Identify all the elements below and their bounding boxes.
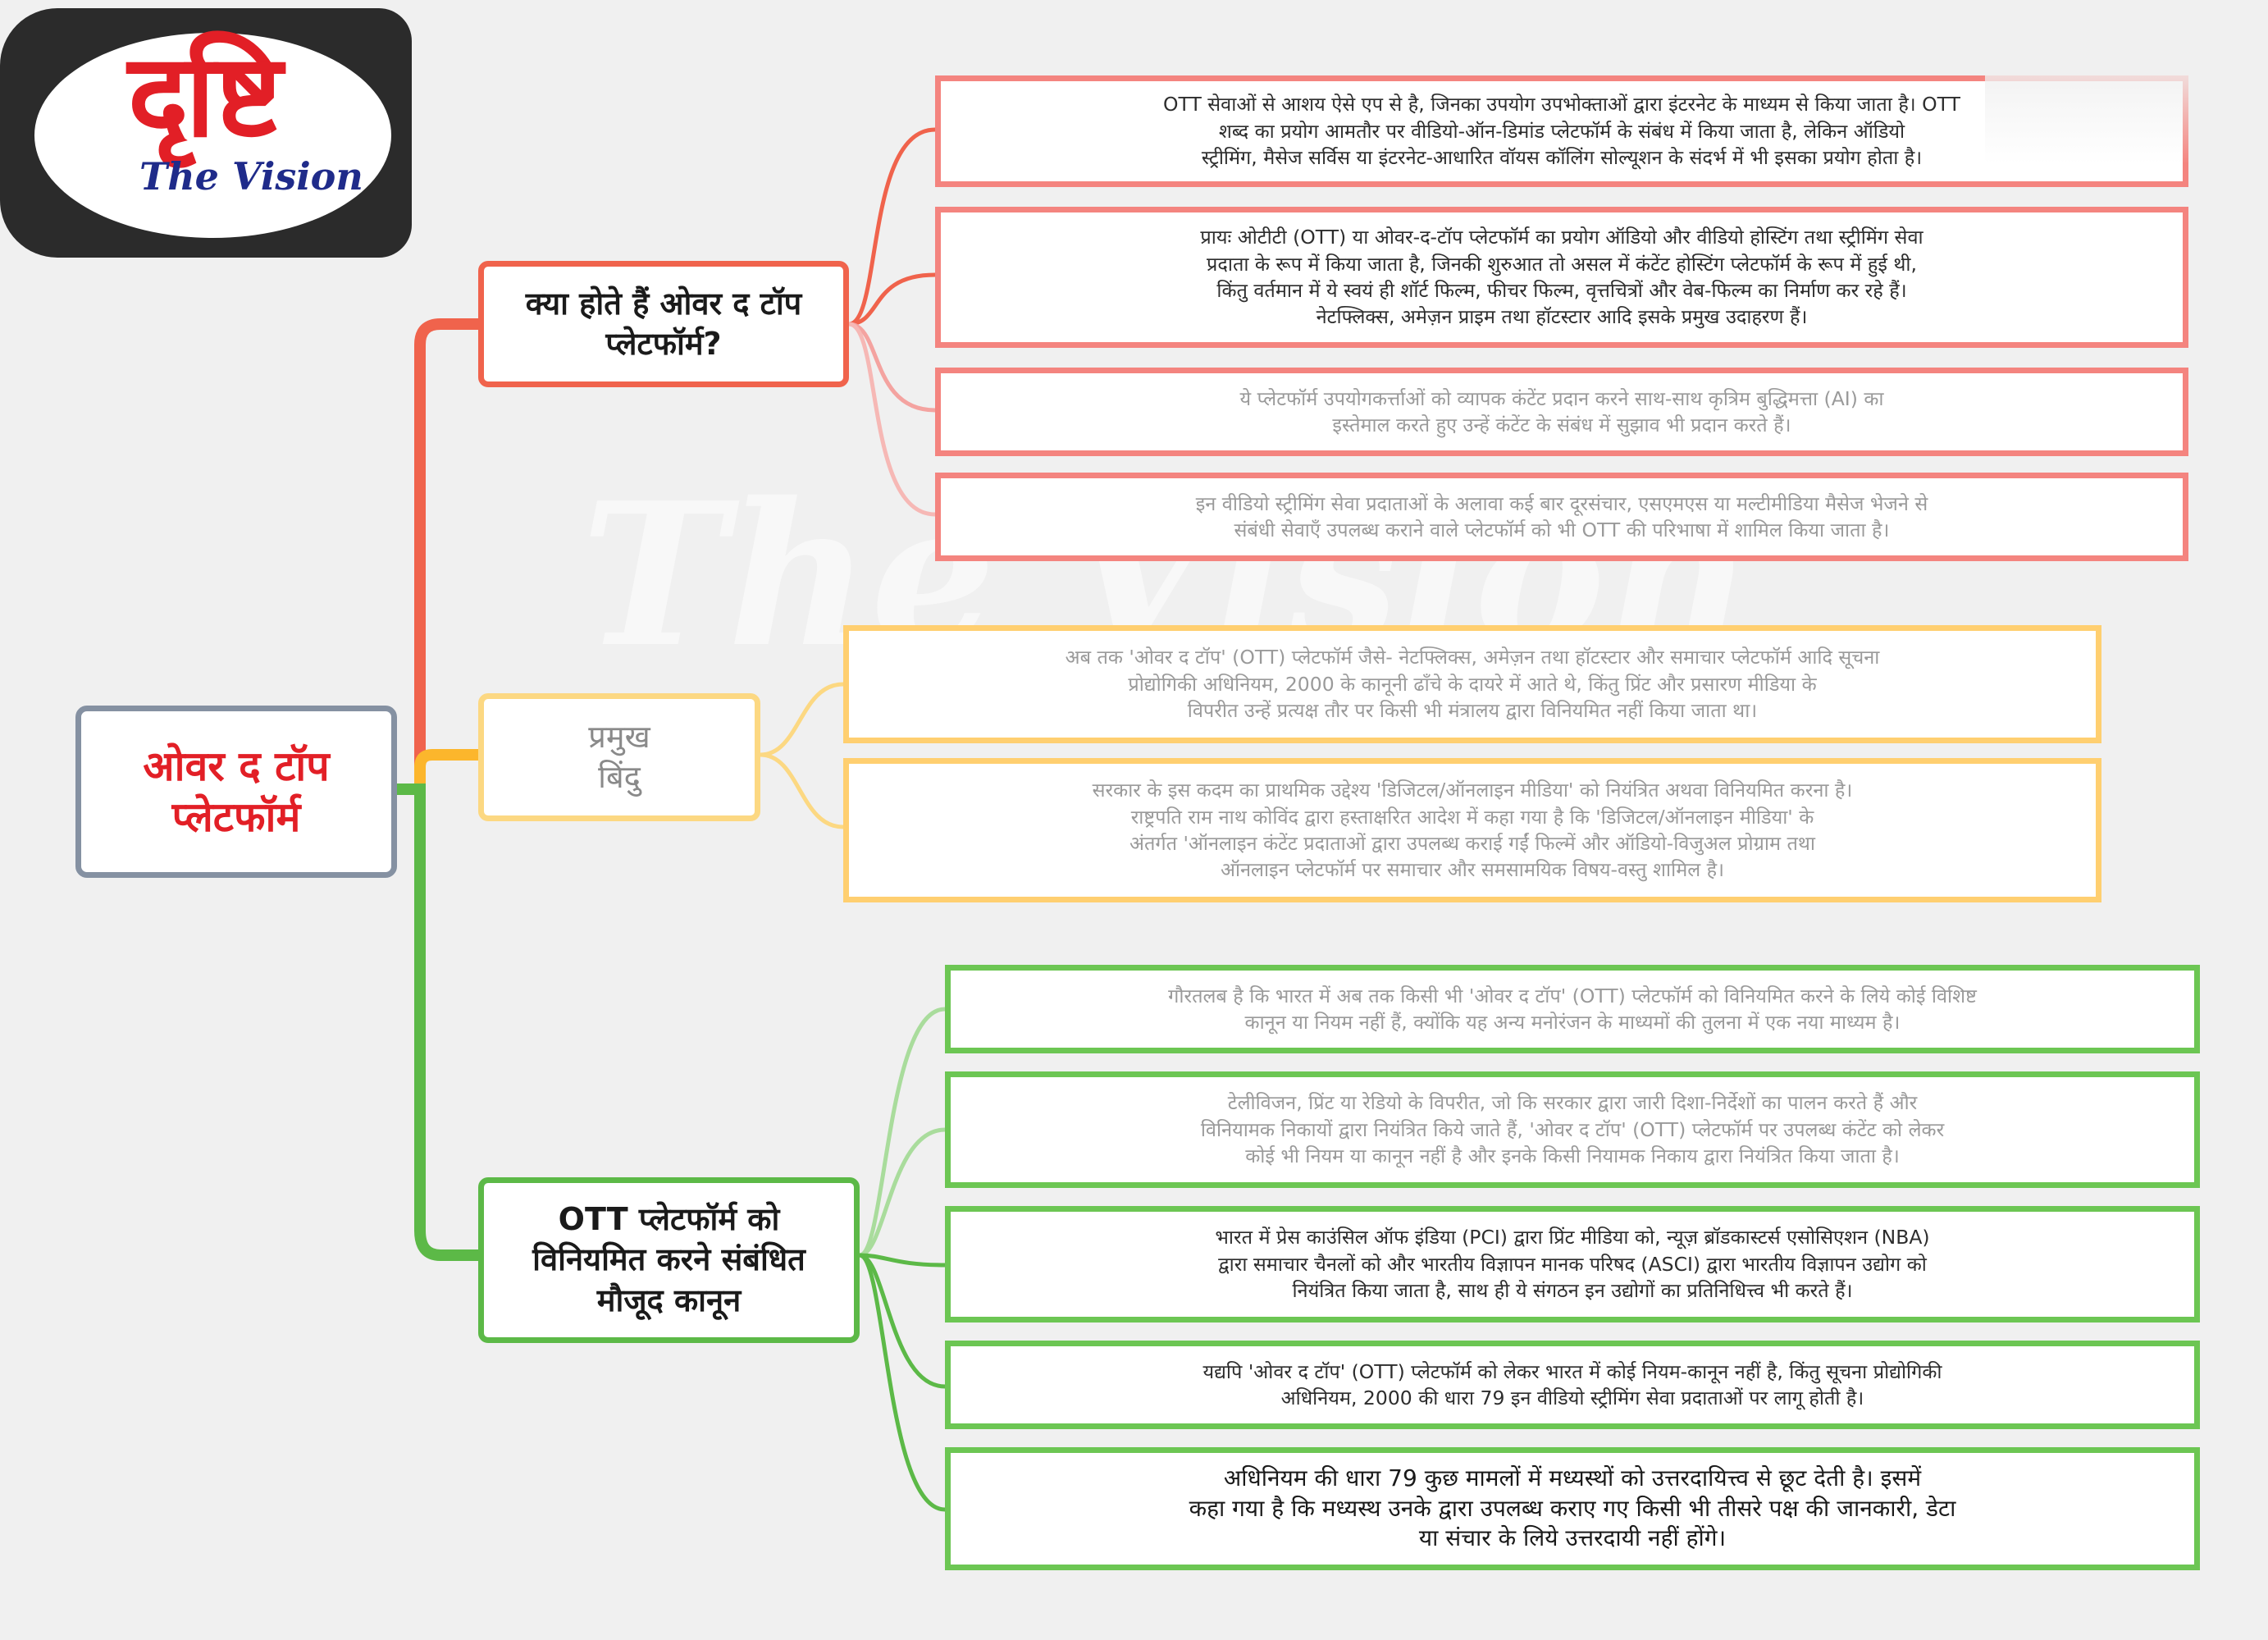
brand-logo: दृष्टि The Vision [0, 8, 412, 258]
leaf-line: अब तक 'ओवर द टॉप' (OTT) प्लेटफॉर्म जैसे-… [1065, 646, 1880, 669]
logo-subtitle: The Vision [139, 154, 363, 199]
leaf-line: नेटफ्लिक्स, अमेज़न प्राइम तथा हॉटस्टार आ… [1316, 305, 1808, 329]
leaf-line: ऑनलाइन प्लेटफॉर्म पर समाचार और समसामयिक … [1220, 858, 1725, 882]
leaf-line: भारत में प्रेस काउंसिल ऑफ इंडिया (PCI) द… [1215, 1226, 1930, 1249]
leaf-line: द्वारा समाचार चैनलों को और भारतीय विज्ञा… [1218, 1252, 1927, 1276]
root-node: ओवर द टॉप प्लेटफॉर्म [75, 706, 397, 878]
leaf-line: प्रायः ओटीटी (OTT) या ओवर-द-टॉप प्लेटफॉर… [1200, 226, 1923, 249]
leaf-node: टेलीविजन, प्रिंट या रेडियो के विपरीत, जो… [945, 1071, 2200, 1188]
leaf-line: संबंधी सेवाएँ उपलब्ध कराने वाले प्लेटफॉर… [1234, 518, 1890, 541]
branch-line: विनियमित करने संबंधित [532, 1241, 805, 1278]
leaf-line: यद्यपि 'ओवर द टॉप' (OTT) प्लेटफॉर्म को ल… [1202, 1359, 1942, 1383]
leaf-node: अधिनियम की धारा 79 कुछ मामलों में मध्यस्… [945, 1447, 2200, 1570]
leaf-node: OTT सेवाओं से आशय ऐसे एप से है, जिनका उप… [935, 75, 2188, 187]
leaf-line: नियंत्रित किया जाता है, साथ ही ये संगठन … [1292, 1279, 1853, 1303]
leaf-node: इन वीडियो स्ट्रीमिंग सेवा प्रदाताओं के अ… [935, 473, 2188, 561]
leaf-line: प्रोद्योगिकी अधिनियम, 2000 के कानूनी ढाँ… [1128, 672, 1817, 696]
branch-line: क्या होते हैं ओवर द टॉप [525, 285, 802, 322]
branch-node-key-points: प्रमुख बिंदु [478, 693, 760, 821]
leaf-line: कानून या नियम नहीं हैं, क्योंकि यह अन्य … [1244, 1011, 1901, 1034]
leaf-line: OTT सेवाओं से आशय ऐसे एप से है, जिनका उप… [1163, 93, 1960, 116]
branch-line: मौजूद कानून [596, 1281, 742, 1318]
root-line: प्लेटफॉर्म [171, 793, 301, 841]
leaf-line: टेलीविजन, प्रिंट या रेडियो के विपरीत, जो… [1227, 1091, 1918, 1115]
leaf-line: ये प्लेटफॉर्म उपयोगकर्त्ताओं को व्यापक क… [1239, 386, 1884, 410]
branch-node-existing-laws: OTT प्लेटफॉर्म को विनियमित करने संबंधित … [478, 1177, 860, 1343]
leaf-node: प्रायः ओटीटी (OTT) या ओवर-द-टॉप प्लेटफॉर… [935, 207, 2188, 348]
branch-line: OTT प्लेटफॉर्म को [558, 1200, 780, 1237]
leaf-line: कहा गया है कि मध्यस्थ उनके द्वारा उपलब्ध… [1189, 1494, 1956, 1522]
root-line: ओवर द टॉप [143, 742, 330, 790]
branch-line: प्रमुख [588, 718, 650, 755]
leaf-line: स्ट्रीमिंग, मैसेज सर्विस या इंटरनेट-आधार… [1201, 146, 1923, 170]
leaf-node: भारत में प्रेस काउंसिल ऑफ इंडिया (PCI) द… [945, 1206, 2200, 1323]
leaf-node: यद्यपि 'ओवर द टॉप' (OTT) प्लेटफॉर्म को ल… [945, 1341, 2200, 1429]
branch-node-what-is-ott: क्या होते हैं ओवर द टॉप प्लेटफॉर्म? [478, 261, 849, 387]
leaf-line: विनियामक निकायों द्वारा नियंत्रित किये ज… [1200, 1117, 1945, 1141]
leaf-line: अधिनियम की धारा 79 कुछ मामलों में मध्यस्… [1223, 1464, 1922, 1492]
leaf-line: गौरतलब है कि भारत में अब तक किसी भी 'ओवर… [1168, 984, 1977, 1007]
leaf-node: अब तक 'ओवर द टॉप' (OTT) प्लेटफॉर्म जैसे-… [843, 625, 2101, 743]
logo-background [34, 33, 391, 238]
leaf-node: सरकार के इस कदम का प्राथमिक उद्देश्य 'डि… [843, 758, 2101, 902]
leaf-line: सरकार के इस कदम का प्राथमिक उद्देश्य 'डि… [1092, 779, 1853, 802]
leaf-line: प्रदाता के रूप में किया जाता है, जिनकी श… [1207, 252, 1917, 276]
leaf-line: या संचार के लिये उत्तरदायी नहीं होंगे। [1418, 1524, 1727, 1552]
leaf-line: कोई भी नियम या कानून नहीं है और इनके किस… [1245, 1144, 1900, 1168]
leaf-line: किंतु वर्तमान में ये स्वयं ही शॉर्ट फिल्… [1216, 279, 1907, 302]
leaf-node: गौरतलब है कि भारत में अब तक किसी भी 'ओवर… [945, 965, 2200, 1053]
leaf-line: राष्ट्रपति राम नाथ कोविंद द्वारा हस्ताक्… [1130, 805, 1814, 829]
branch-line: बिंदु [598, 759, 641, 795]
leaf-line: अधिनियम, 2000 की धारा 79 इन वीडियो स्ट्र… [1280, 1386, 1864, 1409]
leaf-line: इन वीडियो स्ट्रीमिंग सेवा प्रदाताओं के अ… [1195, 491, 1928, 515]
leaf-node: ये प्लेटफॉर्म उपयोगकर्त्ताओं को व्यापक क… [935, 368, 2188, 456]
branch-line: प्लेटफॉर्म? [605, 326, 722, 362]
leaf-line: शब्द का प्रयोग आमतौर पर वीडियो-ऑन-डिमांड… [1218, 119, 1905, 143]
leaf-line: इस्तेमाल करते हुए उन्हें कंटेंट के संबंध… [1332, 413, 1791, 436]
leaf-line: अंतर्गत 'ऑनलाइन कंटेंट प्रदाताओं द्वारा … [1129, 832, 1815, 855]
leaf-line: विपरीत उन्हें प्रत्यक्ष तौर पर किसी भी म… [1187, 699, 1758, 723]
logo-title: दृष्टि [127, 30, 282, 163]
